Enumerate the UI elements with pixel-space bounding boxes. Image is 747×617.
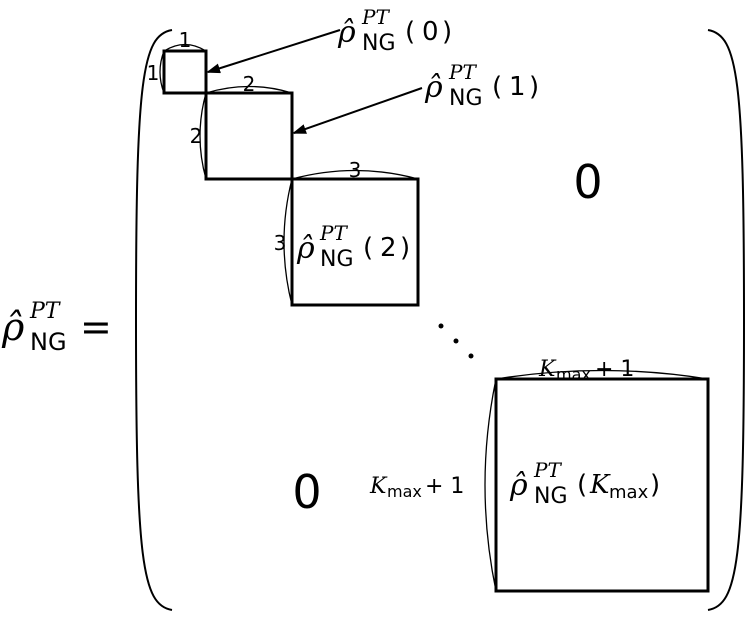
svg-text:2: 2 <box>380 233 397 263</box>
brace-top-kmax <box>495 369 709 380</box>
svg-text:(: ( <box>492 72 502 102</box>
svg-text:NG: NG <box>320 247 354 272</box>
lhs-expression: ρ̂ PT NG = <box>1 299 112 356</box>
label-rho-0: ρ̂ PT NG ( 0 ) <box>337 5 452 56</box>
left-parenthesis <box>134 29 173 611</box>
block-kmax <box>494 377 710 593</box>
right-parenthesis <box>707 29 746 611</box>
svg-text:ρ̂: ρ̂ <box>424 70 443 105</box>
zero-lower-left: 0 <box>292 465 321 519</box>
svg-text:PT: PT <box>361 5 390 29</box>
label-rho-2: ρ̂ PT NG ( 2 ) <box>296 221 410 272</box>
svg-text:(: ( <box>405 17 415 47</box>
lhs-equals: = <box>80 305 112 349</box>
svg-text:NG: NG <box>534 484 568 509</box>
svg-text:K: K <box>538 357 557 382</box>
size-label-top-2: 2 <box>243 72 256 96</box>
size-label-top-kmax: K max + 1 <box>538 357 634 384</box>
block-1 <box>204 91 294 181</box>
svg-text:max: max <box>556 365 591 384</box>
brace-top-1 <box>163 43 207 52</box>
size-label-left-kmax: K max + 1 <box>369 474 464 501</box>
svg-text:K: K <box>589 470 611 500</box>
brace-left-kmax <box>484 378 497 592</box>
size-label-left-2: 2 <box>190 124 203 148</box>
svg-text:): ) <box>529 72 539 102</box>
svg-text:max: max <box>387 482 422 501</box>
svg-text:K: K <box>369 474 388 499</box>
brace-left-2 <box>199 92 207 180</box>
block-2 <box>290 177 420 307</box>
brace-top-2 <box>205 85 293 94</box>
svg-text:+ 1: + 1 <box>418 474 464 499</box>
svg-text:): ) <box>650 470 660 500</box>
size-label-top-3: 3 <box>349 158 362 182</box>
label-rho-kmax: ρ̂ PT NG ( K max ) <box>509 458 660 509</box>
svg-text:ρ̂: ρ̂ <box>296 231 315 266</box>
arrow-to-block-0 <box>206 29 341 74</box>
svg-text:+ 1: + 1 <box>588 357 634 382</box>
diagonal-dots <box>438 323 474 359</box>
zero-upper-right: 0 <box>573 155 602 209</box>
block-0 <box>162 49 208 95</box>
svg-text:PT: PT <box>319 221 348 245</box>
svg-text:): ) <box>442 17 452 47</box>
lhs-sup: PT <box>29 299 62 324</box>
size-label-top-1: 1 <box>179 28 192 52</box>
brace-top-3 <box>291 169 419 180</box>
svg-text:ρ̂: ρ̂ <box>509 468 528 503</box>
lhs-rho: ρ̂ <box>1 305 25 349</box>
brace-left-3 <box>283 178 293 306</box>
svg-text:(: ( <box>363 233 373 263</box>
svg-text:PT: PT <box>448 60 477 84</box>
lhs-sub: NG <box>30 328 67 356</box>
svg-text:(: ( <box>577 470 587 500</box>
svg-text:ρ̂: ρ̂ <box>337 15 356 50</box>
svg-text:NG: NG <box>449 86 483 111</box>
arrow-to-block-1 <box>292 87 423 134</box>
label-rho-1: ρ̂ PT NG ( 1 ) <box>424 60 539 111</box>
svg-text:max: max <box>609 482 649 503</box>
svg-text:0: 0 <box>422 17 439 47</box>
svg-text:NG: NG <box>362 31 396 56</box>
svg-text:): ) <box>400 233 410 263</box>
svg-text:1: 1 <box>509 72 526 102</box>
size-label-left-1: 1 <box>147 61 160 85</box>
svg-text:PT: PT <box>533 458 562 482</box>
size-label-left-3: 3 <box>274 231 287 255</box>
brace-left-1 <box>159 50 165 94</box>
